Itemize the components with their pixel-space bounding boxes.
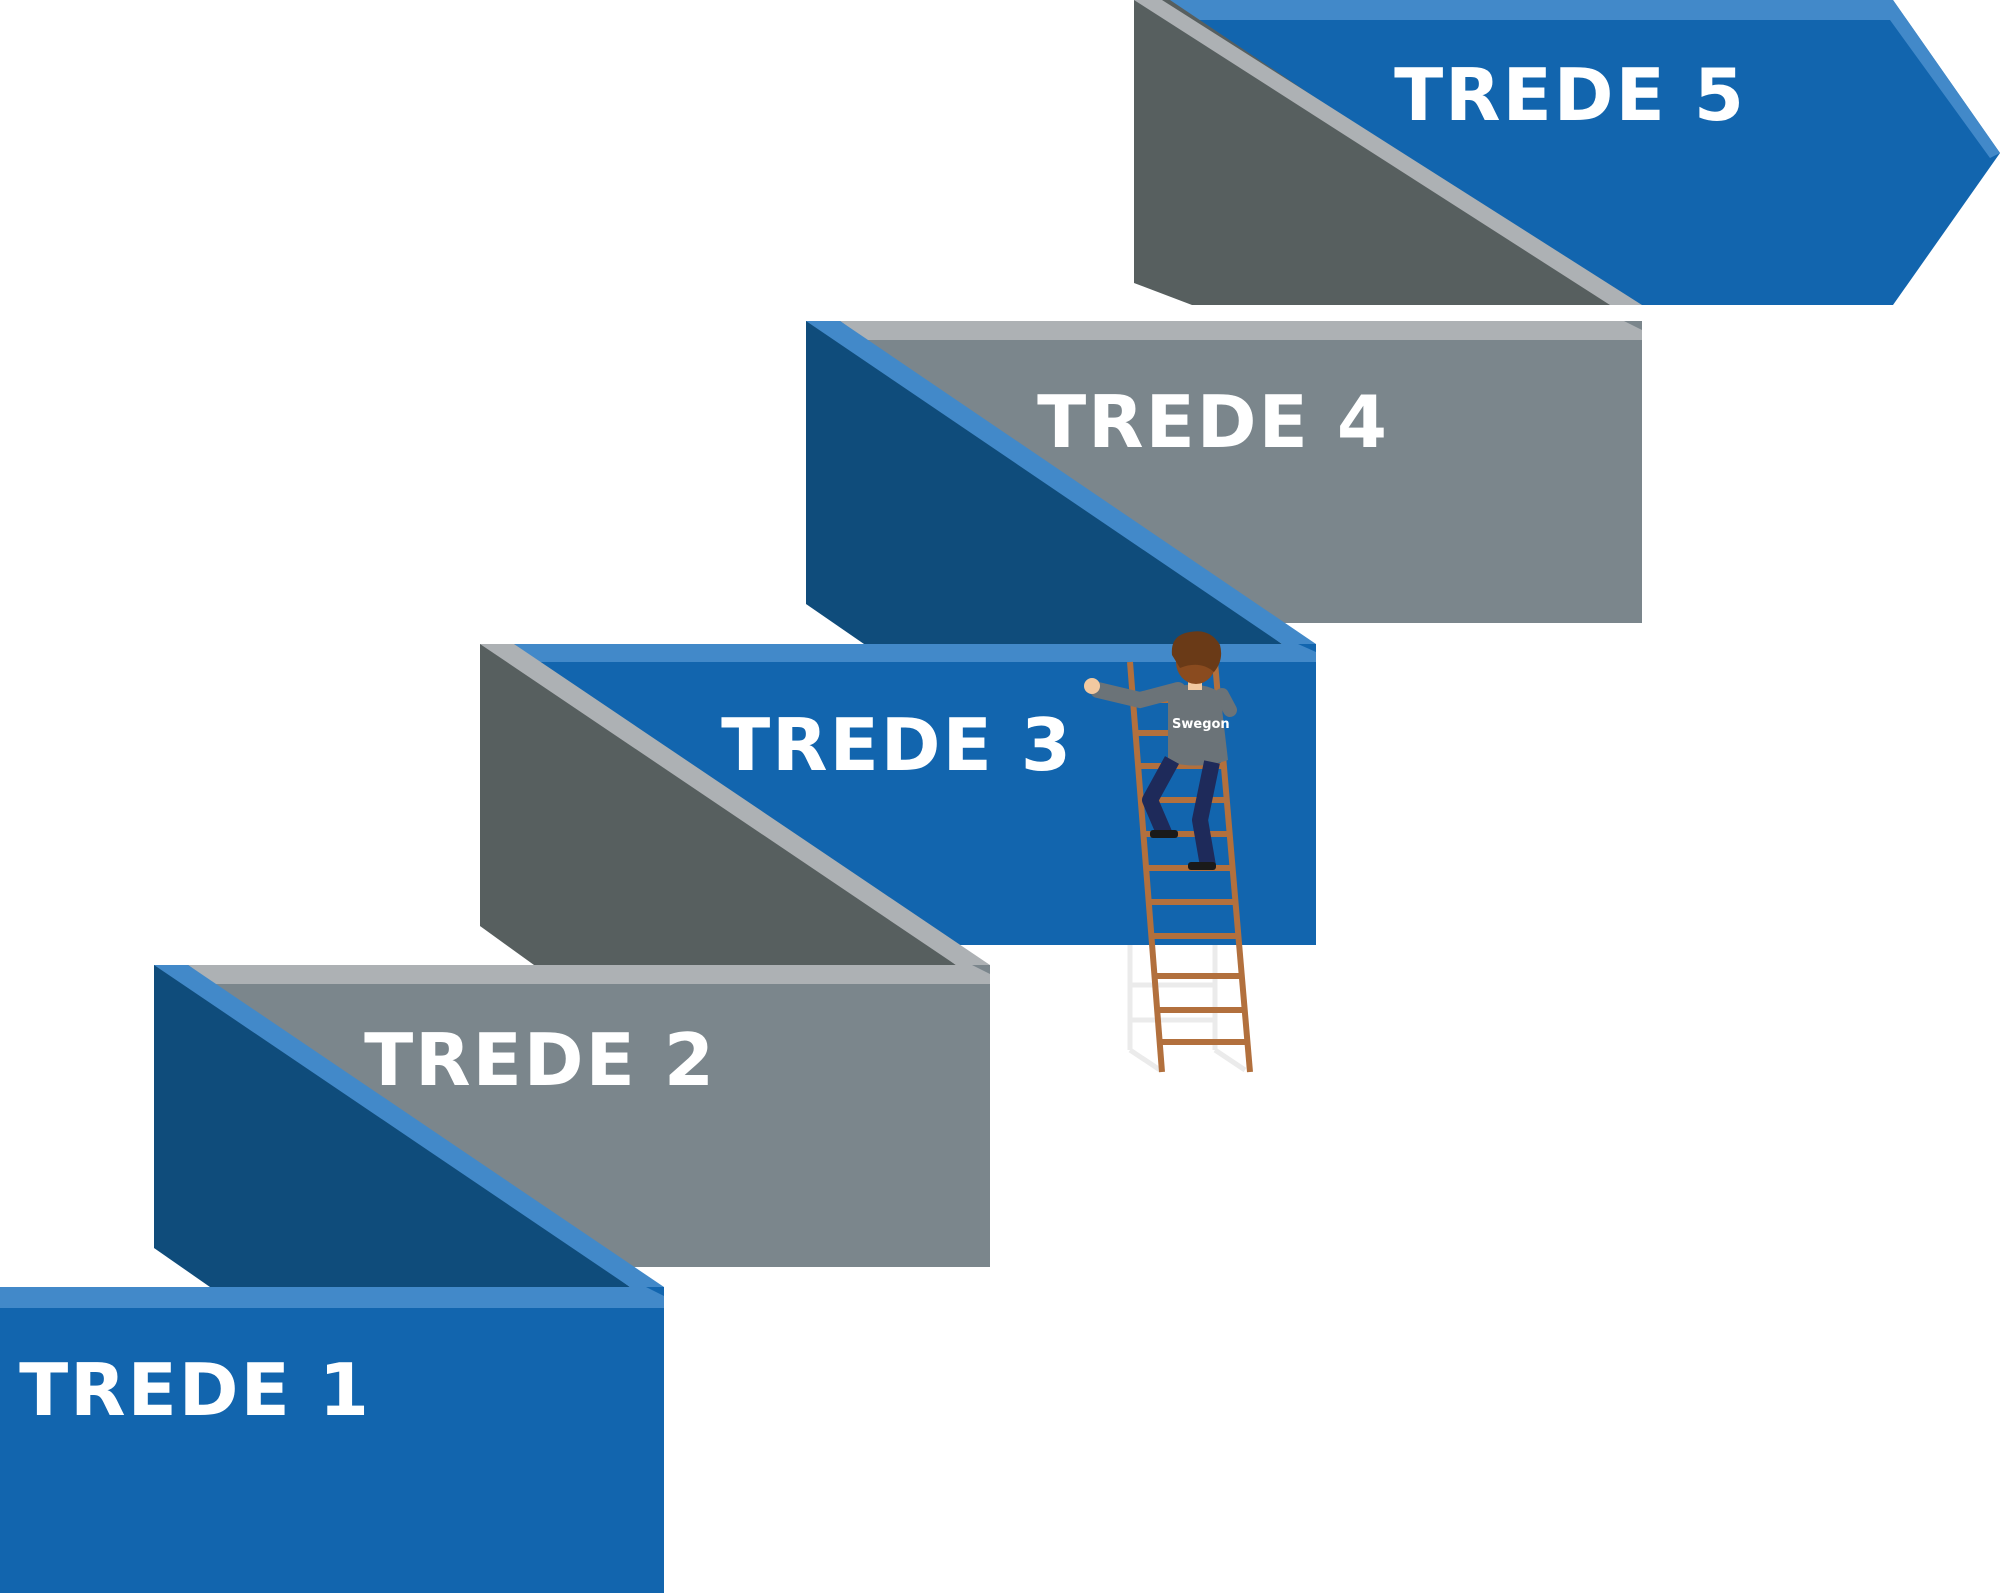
- ladder-shadow: [1127, 945, 1247, 1073]
- step-5-side-edge: [1134, 0, 1642, 305]
- climbing-person: Swegon: [1084, 631, 1237, 870]
- step-1-top-edge: [0, 1287, 664, 1308]
- person-right-arm: [1215, 688, 1237, 717]
- step-5: TREDE 5: [1134, 0, 2000, 305]
- step-2: TREDE 2: [154, 965, 990, 1287]
- step-4-label: TREDE 4: [1037, 380, 1389, 464]
- step-1-label: TREDE 1: [19, 1348, 371, 1432]
- step-2-side-edge: [154, 965, 664, 1287]
- person-hair: [1171, 631, 1222, 672]
- person-left-hand: [1084, 678, 1100, 694]
- step-4-side-edge: [806, 321, 1316, 644]
- person-right-leg: [1192, 760, 1220, 868]
- step-3-label: TREDE 3: [721, 703, 1073, 787]
- step-3: TREDE 3: [480, 644, 1316, 965]
- person-left-leg: [1142, 756, 1180, 839]
- person-left-arm: [1090, 682, 1186, 709]
- step-3-top-edge: [480, 644, 1316, 662]
- person-shirt-logo: Swegon: [1172, 717, 1230, 732]
- step-5-top-edge: [1160, 0, 2000, 158]
- person-left-shoe: [1150, 830, 1178, 838]
- step-5-label: TREDE 5: [1394, 53, 1746, 137]
- step-3-side-edge: [480, 644, 990, 965]
- step-5-face: [1134, 0, 2000, 305]
- person-torso: [1168, 684, 1228, 766]
- step-4: TREDE 4: [806, 321, 1642, 644]
- step-1-face: [0, 1287, 664, 1593]
- step-4-top-edge: [806, 321, 1642, 340]
- step-1: TREDE 1: [0, 1287, 664, 1593]
- person-right-shoe: [1188, 862, 1216, 870]
- step-2-label: TREDE 2: [364, 1018, 716, 1102]
- ladder-rail-left: [1127, 661, 1165, 1073]
- step-2-top-edge: [154, 965, 990, 984]
